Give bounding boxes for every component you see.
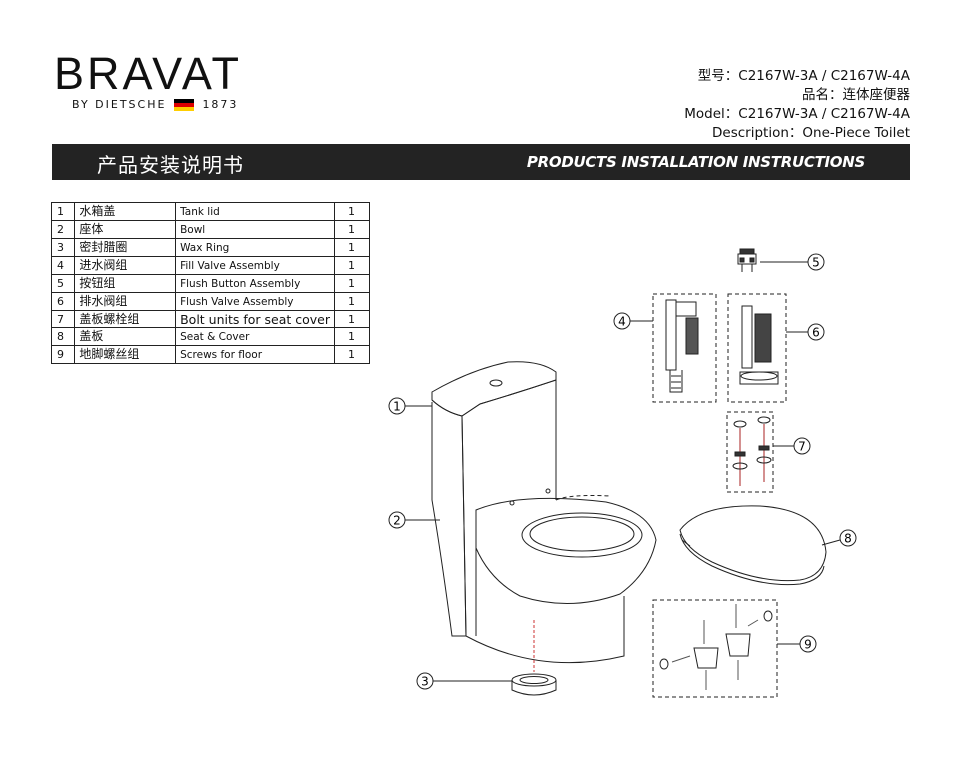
callout-3-label: 3 [421, 675, 429, 689]
banner-title-cn: 产品安装说明书 [97, 153, 244, 177]
part-name-cn: 密封腊圈 [74, 238, 177, 257]
callout-6-label: 6 [812, 326, 820, 340]
part-qty: 1 [334, 345, 370, 364]
part-name-en: Fill Valve Assembly [175, 256, 336, 275]
tagline-right: 1873 [202, 98, 239, 111]
part-number: 4 [50, 256, 76, 275]
part-name-cn: 座体 [74, 220, 177, 239]
title-banner: 产品安装说明书 PRODUCTS INSTALLATION INSTRUCTIO… [52, 144, 910, 180]
cn-name: 品名：连体座便器 [802, 87, 910, 103]
callout-2-label: 2 [393, 514, 401, 528]
part-number: 9 [50, 345, 76, 364]
en-model: Model：C2167W-3A / C2167W-4A [684, 106, 910, 122]
model-info: 型号：C2167W-3A / C2167W-4A 品名：连体座便器 Model：… [684, 67, 910, 143]
brand-tagline: BY DIETSCHE 1873 [72, 98, 238, 111]
german-flag-icon [174, 98, 195, 111]
callout-7: 7 [793, 437, 811, 455]
flush-button-drawing [737, 248, 757, 272]
seat-cover-drawing [679, 505, 827, 586]
callout-5-label: 5 [812, 256, 820, 270]
callout-8: 8 [839, 529, 857, 547]
brand-name: BRAVAT [54, 48, 243, 99]
part-name-en: Flush Valve Assembly [175, 292, 336, 311]
toilet-tank-drawing [431, 361, 557, 637]
callout-4-label: 4 [618, 315, 626, 329]
flush-valve-drawing [727, 293, 787, 403]
toilet-bowl-drawing [465, 488, 657, 664]
part-qty: 1 [334, 202, 370, 221]
callout-leaders [405, 261, 841, 682]
fill-valve-drawing [652, 293, 717, 403]
callout-5: 5 [807, 253, 825, 271]
seat-bolt-drawing [726, 411, 774, 493]
callout-1-label: 1 [393, 400, 401, 414]
callout-9-label: 9 [804, 638, 812, 652]
part-name-cn: 地脚螺丝组 [74, 345, 177, 364]
en-description: Description：One-Piece Toilet [712, 125, 910, 141]
banner-title-en: PRODUCTS INSTALLATION INSTRUCTIONS [526, 153, 865, 171]
callout-7-label: 7 [798, 440, 806, 454]
part-name-cn: 盖板螺栓组 [74, 310, 177, 328]
callout-9: 9 [799, 635, 817, 653]
callout-2: 2 [388, 511, 406, 529]
callout-1: 1 [388, 397, 406, 415]
part-number: 2 [50, 220, 76, 239]
callout-8-label: 8 [844, 532, 852, 546]
callout-6: 6 [807, 323, 825, 341]
cn-model: 型号：C2167W-3A / C2167W-4A [697, 68, 910, 84]
part-name-en: Wax Ring [175, 238, 336, 257]
tagline-left: BY DIETSCHE [72, 98, 167, 111]
wax-ring-drawing [511, 620, 557, 696]
part-name-en: Flush Button Assembly [175, 274, 336, 293]
part-qty: 1 [334, 310, 370, 328]
callout-3: 3 [416, 672, 434, 690]
part-name-cn: 水箱盖 [74, 202, 177, 221]
floor-screw-drawing [652, 599, 778, 698]
part-name-en: Screws for floor [175, 345, 336, 364]
callout-4: 4 [613, 312, 631, 330]
brand-logo: BRAVAT BY DIETSCHE 1873 [54, 51, 286, 115]
